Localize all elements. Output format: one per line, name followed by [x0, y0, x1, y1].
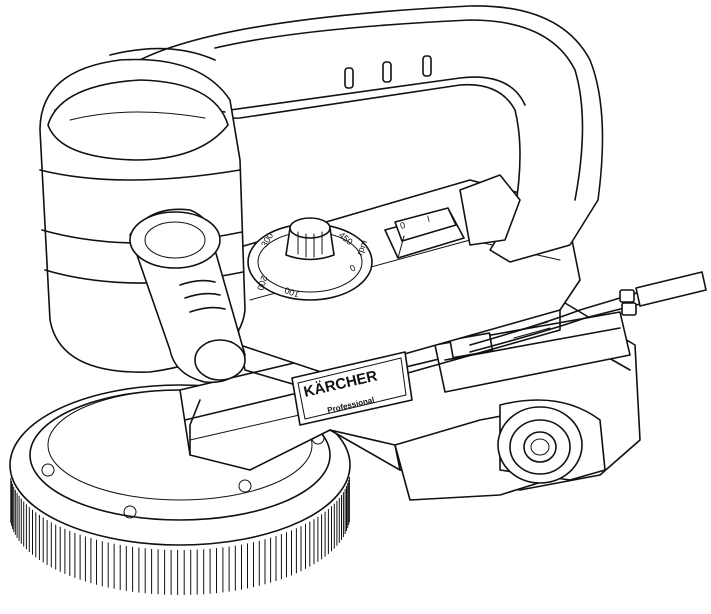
brand-plate: KÄRCHER Professional: [291, 351, 413, 426]
dial-label-200: 200: [255, 274, 270, 292]
switch-off-label: 0: [399, 220, 406, 231]
brush-bristles: [10, 477, 350, 595]
power-cable: [469, 271, 707, 353]
dial-label-100: 100: [283, 285, 301, 300]
dial-label-rpm: rpm: [354, 239, 369, 257]
switch-on-label: I: [426, 214, 431, 224]
dial-label-0: 0: [348, 263, 357, 274]
wheel: [497, 406, 583, 484]
speed-dial[interactable]: [247, 217, 373, 301]
side-grip-handle[interactable]: [129, 208, 246, 384]
power-switch[interactable]: 0 I: [384, 207, 465, 259]
carry-handle[interactable]: [119, 5, 604, 263]
